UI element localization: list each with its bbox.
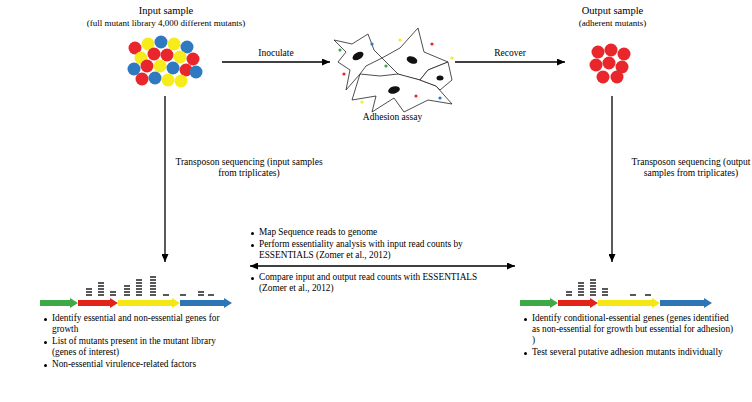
- read-count-bars: [86, 277, 214, 295]
- node-subheading: (adherent mutants): [579, 18, 647, 29]
- gene-arrow: [78, 298, 118, 308]
- gene-arrow: [598, 298, 660, 308]
- gene-arrow: [660, 298, 712, 308]
- bacterium-dot: [338, 48, 341, 51]
- mutant-dot: [148, 48, 161, 61]
- mutant-dot: [174, 51, 187, 64]
- node-heading: Adhesion assay: [363, 112, 422, 123]
- mutant-dot: [175, 75, 188, 88]
- mutant-dot: [603, 57, 616, 70]
- mutant-dot: [168, 38, 181, 51]
- mutant-dot: [162, 74, 175, 87]
- mutant-dot: [136, 73, 149, 86]
- sample-group: Output sample(adherent mutants): [565, 4, 660, 96]
- bullet-text: List of mutants present in the mutant li…: [43, 336, 236, 358]
- bacterium-dot: [430, 42, 433, 45]
- flow-arrow: [455, 61, 565, 62]
- bullet-list: Identify conditional-essential genes (ge…: [515, 313, 743, 359]
- bacterium-dot: [342, 72, 345, 75]
- edge-label: Inoculate: [258, 48, 293, 59]
- flow-arrow: [611, 96, 612, 262]
- mutant-dot: [597, 71, 610, 84]
- gene-arrow: [558, 298, 598, 308]
- edge-label: Transposon sequencing (output samples fr…: [621, 157, 752, 180]
- flow-arrow: [164, 96, 165, 262]
- sample-group: Input sample(full mutant library 4,000 d…: [110, 4, 222, 96]
- mutant-dot: [590, 59, 603, 72]
- cell-outline: [420, 62, 452, 90]
- flow-arrow: [250, 265, 515, 266]
- mutant-dot: [161, 49, 174, 62]
- cell-nucleus: [406, 55, 419, 65]
- bullet-text: Test several putative adhesion mutants i…: [523, 347, 737, 358]
- bacterium-dot: [438, 96, 441, 99]
- cell-nuclei: [351, 50, 443, 95]
- bullet-text: Identify conditional-essential genes (ge…: [523, 313, 737, 346]
- mutant-dot: [155, 36, 168, 49]
- mutant-dot: [190, 66, 203, 79]
- node-heading: Input sample: [139, 5, 194, 18]
- mutant-dot: [154, 60, 167, 73]
- assay-illustration: Adhesion assay: [330, 24, 455, 128]
- gene-arrow: [180, 298, 232, 308]
- mutant-dot: [592, 46, 605, 59]
- bacterium-dot: [384, 64, 387, 67]
- gene-track-panel: Identify essential and non-essential gen…: [35, 262, 250, 398]
- input-gene-track: [40, 277, 232, 308]
- cell-nucleus: [351, 50, 365, 62]
- bacterium-dot: [414, 94, 417, 97]
- bacteria-dots: [338, 38, 453, 103]
- mutant-library-cluster: [128, 36, 203, 88]
- flow-arrow: [222, 61, 330, 62]
- mutant-dot: [618, 48, 631, 61]
- bullet-text: Non-essential virulence-related factors: [43, 359, 236, 370]
- gene-arrow: [118, 298, 180, 308]
- cell-nucleus: [437, 76, 444, 81]
- mutant-dot: [141, 60, 154, 73]
- host-cells: [334, 28, 452, 112]
- node-heading: Output sample: [582, 5, 644, 18]
- gene-arrow: [520, 298, 558, 308]
- cell-nucleus: [387, 85, 400, 95]
- adherent-cluster: [590, 44, 631, 84]
- bacterium-dot: [450, 56, 453, 59]
- bacterium-dot: [398, 38, 401, 41]
- analysis-step: Perform essentiality analysis with input…: [250, 239, 515, 261]
- output-gene-track: [520, 280, 712, 308]
- analysis-step: Compare input and output read counts wit…: [250, 272, 490, 294]
- bullet-text: Identify essential and non-essential gen…: [43, 313, 236, 335]
- node-subheading: (full mutant library 4,000 different mut…: [87, 18, 245, 29]
- analysis-step: Map Sequence reads to genome: [250, 227, 515, 238]
- gene-track-panel: Identify conditional-essential genes (ge…: [515, 262, 743, 398]
- mutant-dot: [605, 44, 618, 57]
- gene-arrow: [40, 298, 78, 308]
- mutant-dot: [187, 53, 200, 66]
- edge-label: Transposon sequencing (input samples fro…: [174, 157, 324, 180]
- mutant-dot: [167, 62, 180, 75]
- mutant-dot: [149, 72, 162, 85]
- mutant-dot: [611, 71, 624, 84]
- read-count-bars: [566, 280, 651, 295]
- bacterium-dot: [370, 42, 373, 45]
- bullet-list: Identify essential and non-essential gen…: [35, 313, 250, 371]
- bacterium-dot: [360, 100, 363, 103]
- edge-label: Recover: [494, 48, 526, 59]
